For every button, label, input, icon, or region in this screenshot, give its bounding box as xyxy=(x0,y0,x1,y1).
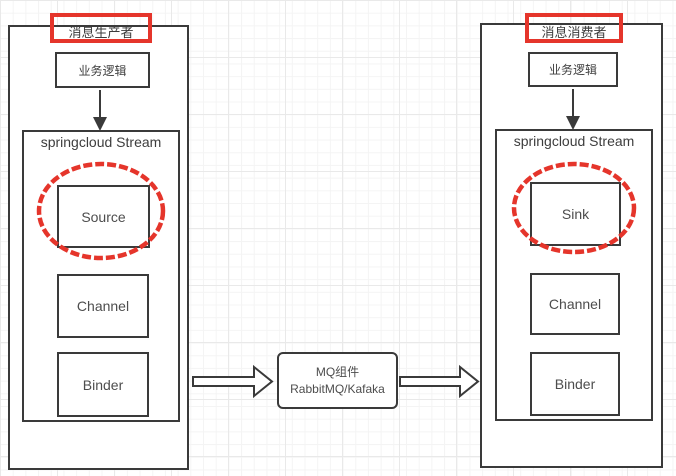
producer-stream-box: springcloud Stream Source Channel Binder xyxy=(22,130,180,422)
mq-component-label-line1: MQ组件 xyxy=(315,365,360,380)
producer-binder-label: Binder xyxy=(82,376,124,393)
consumer-sink-box: Sink xyxy=(530,182,621,246)
consumer-business-logic-label: 业务逻辑 xyxy=(548,63,597,77)
producer-title: 消息生产者 xyxy=(68,25,134,40)
mq-component-box: MQ组件 RabbitMQ/Kafaka xyxy=(277,352,398,409)
producer-business-logic-box: 业务逻辑 xyxy=(55,52,150,88)
consumer-sink-label: Sink xyxy=(561,206,590,222)
consumer-title-highlight-frame: 消息消费者 xyxy=(525,13,623,43)
producer-title-highlight-frame: 消息生产者 xyxy=(50,13,152,43)
consumer-binder-box: Binder xyxy=(530,352,620,416)
consumer-business-logic-box: 业务逻辑 xyxy=(528,52,618,87)
consumer-channel-label: Channel xyxy=(548,296,602,312)
producer-source-box: Source xyxy=(57,185,150,248)
consumer-binder-label: Binder xyxy=(554,376,596,392)
mq-component-label-line2: RabbitMQ/Kafaka xyxy=(290,381,385,396)
consumer-title: 消息消费者 xyxy=(541,25,607,40)
consumer-stream-label: springcloud Stream xyxy=(513,133,635,149)
producer-binder-box: Binder xyxy=(57,352,149,417)
producer-to-mq-block-arrow-icon xyxy=(192,364,274,399)
consumer-channel-box: Channel xyxy=(530,273,620,335)
producer-stream-label: springcloud Stream xyxy=(40,134,162,150)
producer-channel-label: Channel xyxy=(76,298,130,314)
producer-business-logic-label: 业务逻辑 xyxy=(78,63,127,78)
consumer-stream-box: springcloud Stream Sink Channel Binder xyxy=(495,129,653,421)
producer-source-label: Source xyxy=(81,208,126,225)
mq-to-consumer-block-arrow-icon xyxy=(399,364,480,399)
producer-channel-box: Channel xyxy=(57,274,149,338)
